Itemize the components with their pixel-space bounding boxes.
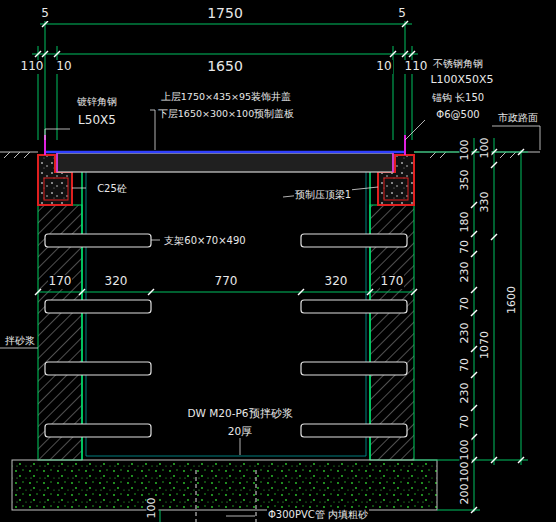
part-label-label: L100X50X5 [429,74,494,86]
dimension-label: 110 [20,60,45,73]
material-label-label: C25砼 [96,183,128,194]
dimension-label: 1600 [506,285,518,315]
dimension-label: 10 [375,60,392,73]
part-label-label: 锚钩 长150 [431,92,485,103]
dimension-label: 230 [459,261,471,284]
dimension-label: 70 [459,414,471,430]
dimension-label: 5 [397,7,407,20]
dimension-label: 230 [459,382,471,405]
dimension-label: 320 [324,275,349,288]
dimension-label: 330 [479,191,491,214]
dimension-label: 1650 [206,59,244,74]
part-label-label: 市政路面 [497,112,539,123]
part-label-label: Φ300PVC管 内填粗砂 [267,509,369,520]
dimension-label: 770 [214,275,239,288]
dimension-label: 100 [459,139,471,162]
part-label-label: 下层1650×300×100预制盖板 [157,109,295,119]
part-label-label: 上层1750×435×95装饰井盖 [160,92,292,102]
dimension-label: 5 [40,7,50,20]
dimension-label: 100 [459,439,471,462]
dimension-label: 1070 [479,330,491,360]
dimension-label: 110 [404,60,429,73]
part-label-label: 镀锌角钢 [76,96,118,107]
material-label-label: 20厚 [227,426,253,438]
material-label-label: DW M20-P6预拌砂浆 [186,408,293,420]
part-label-label: L50X5 [77,114,117,127]
dimension-label: 320 [104,275,129,288]
part-label-label: 不锈钢角钢 [432,58,484,69]
dimension-label: 70 [459,357,471,373]
dimension-label: 100 [146,497,158,520]
dimension-label: 1750 [206,6,244,21]
dimension-label: 100 [459,461,471,484]
part-label-label: 支架60×70×490 [163,235,246,246]
dimension-label: 230 [459,322,471,345]
dimension-label: 170 [48,275,73,288]
dimension-label: 10 [55,60,72,73]
material-label-label: 拌砂浆 [4,335,36,346]
part-label-label: Φ6@500 [435,109,480,120]
dimension-label: 350 [459,169,471,192]
dimension-label: 70 [459,296,471,312]
dimension-label: 180 [459,211,471,234]
dimension-label: 70 [459,239,471,255]
dimension-label: 200 [459,483,471,506]
part-label-label: 预制压顶梁1 [294,189,352,200]
dimension-label: 100 [479,137,491,160]
dimension-label: 170 [380,275,405,288]
